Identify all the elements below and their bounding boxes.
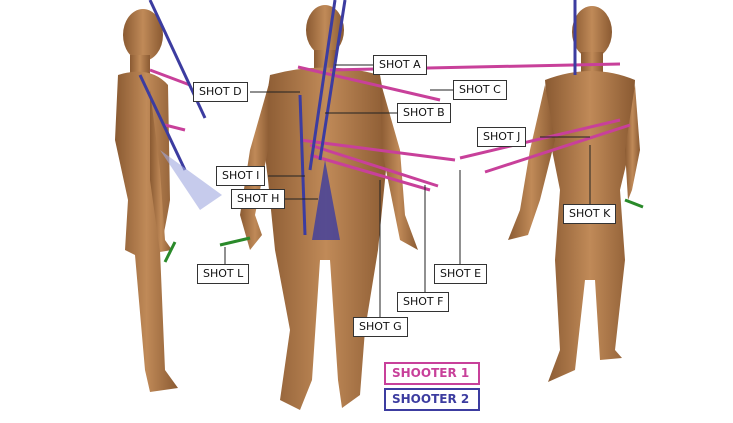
label-shot-i: SHOT I	[216, 166, 266, 186]
leader-lines	[224, 64, 591, 317]
legend-shooter-2: SHOOTER 2	[384, 388, 480, 411]
shot-i-cone	[160, 150, 222, 210]
label-shot-a: SHOT A	[373, 55, 427, 75]
label-shot-e: SHOT E	[434, 264, 488, 284]
label-shot-f: SHOT F	[397, 292, 450, 312]
label-shot-h: SHOT H	[231, 189, 286, 209]
figure-side-view	[115, 9, 178, 393]
legend-shooter-1: SHOOTER 1	[384, 362, 480, 385]
shooter-1-trajectories	[149, 62, 631, 192]
label-shot-g: SHOT G	[353, 317, 408, 337]
label-shot-b: SHOT B	[397, 103, 451, 123]
figure-back-view	[508, 6, 640, 382]
exit-markers	[163, 198, 644, 263]
shooter-2-trajectories	[138, 0, 577, 240]
label-shot-d: SHOT D	[193, 82, 248, 102]
shot-h-cone	[312, 160, 340, 240]
label-shot-k: SHOT K	[563, 204, 617, 224]
label-shot-l: SHOT L	[197, 264, 250, 284]
label-shot-j: SHOT J	[477, 127, 527, 147]
label-shot-c: SHOT C	[453, 80, 507, 100]
